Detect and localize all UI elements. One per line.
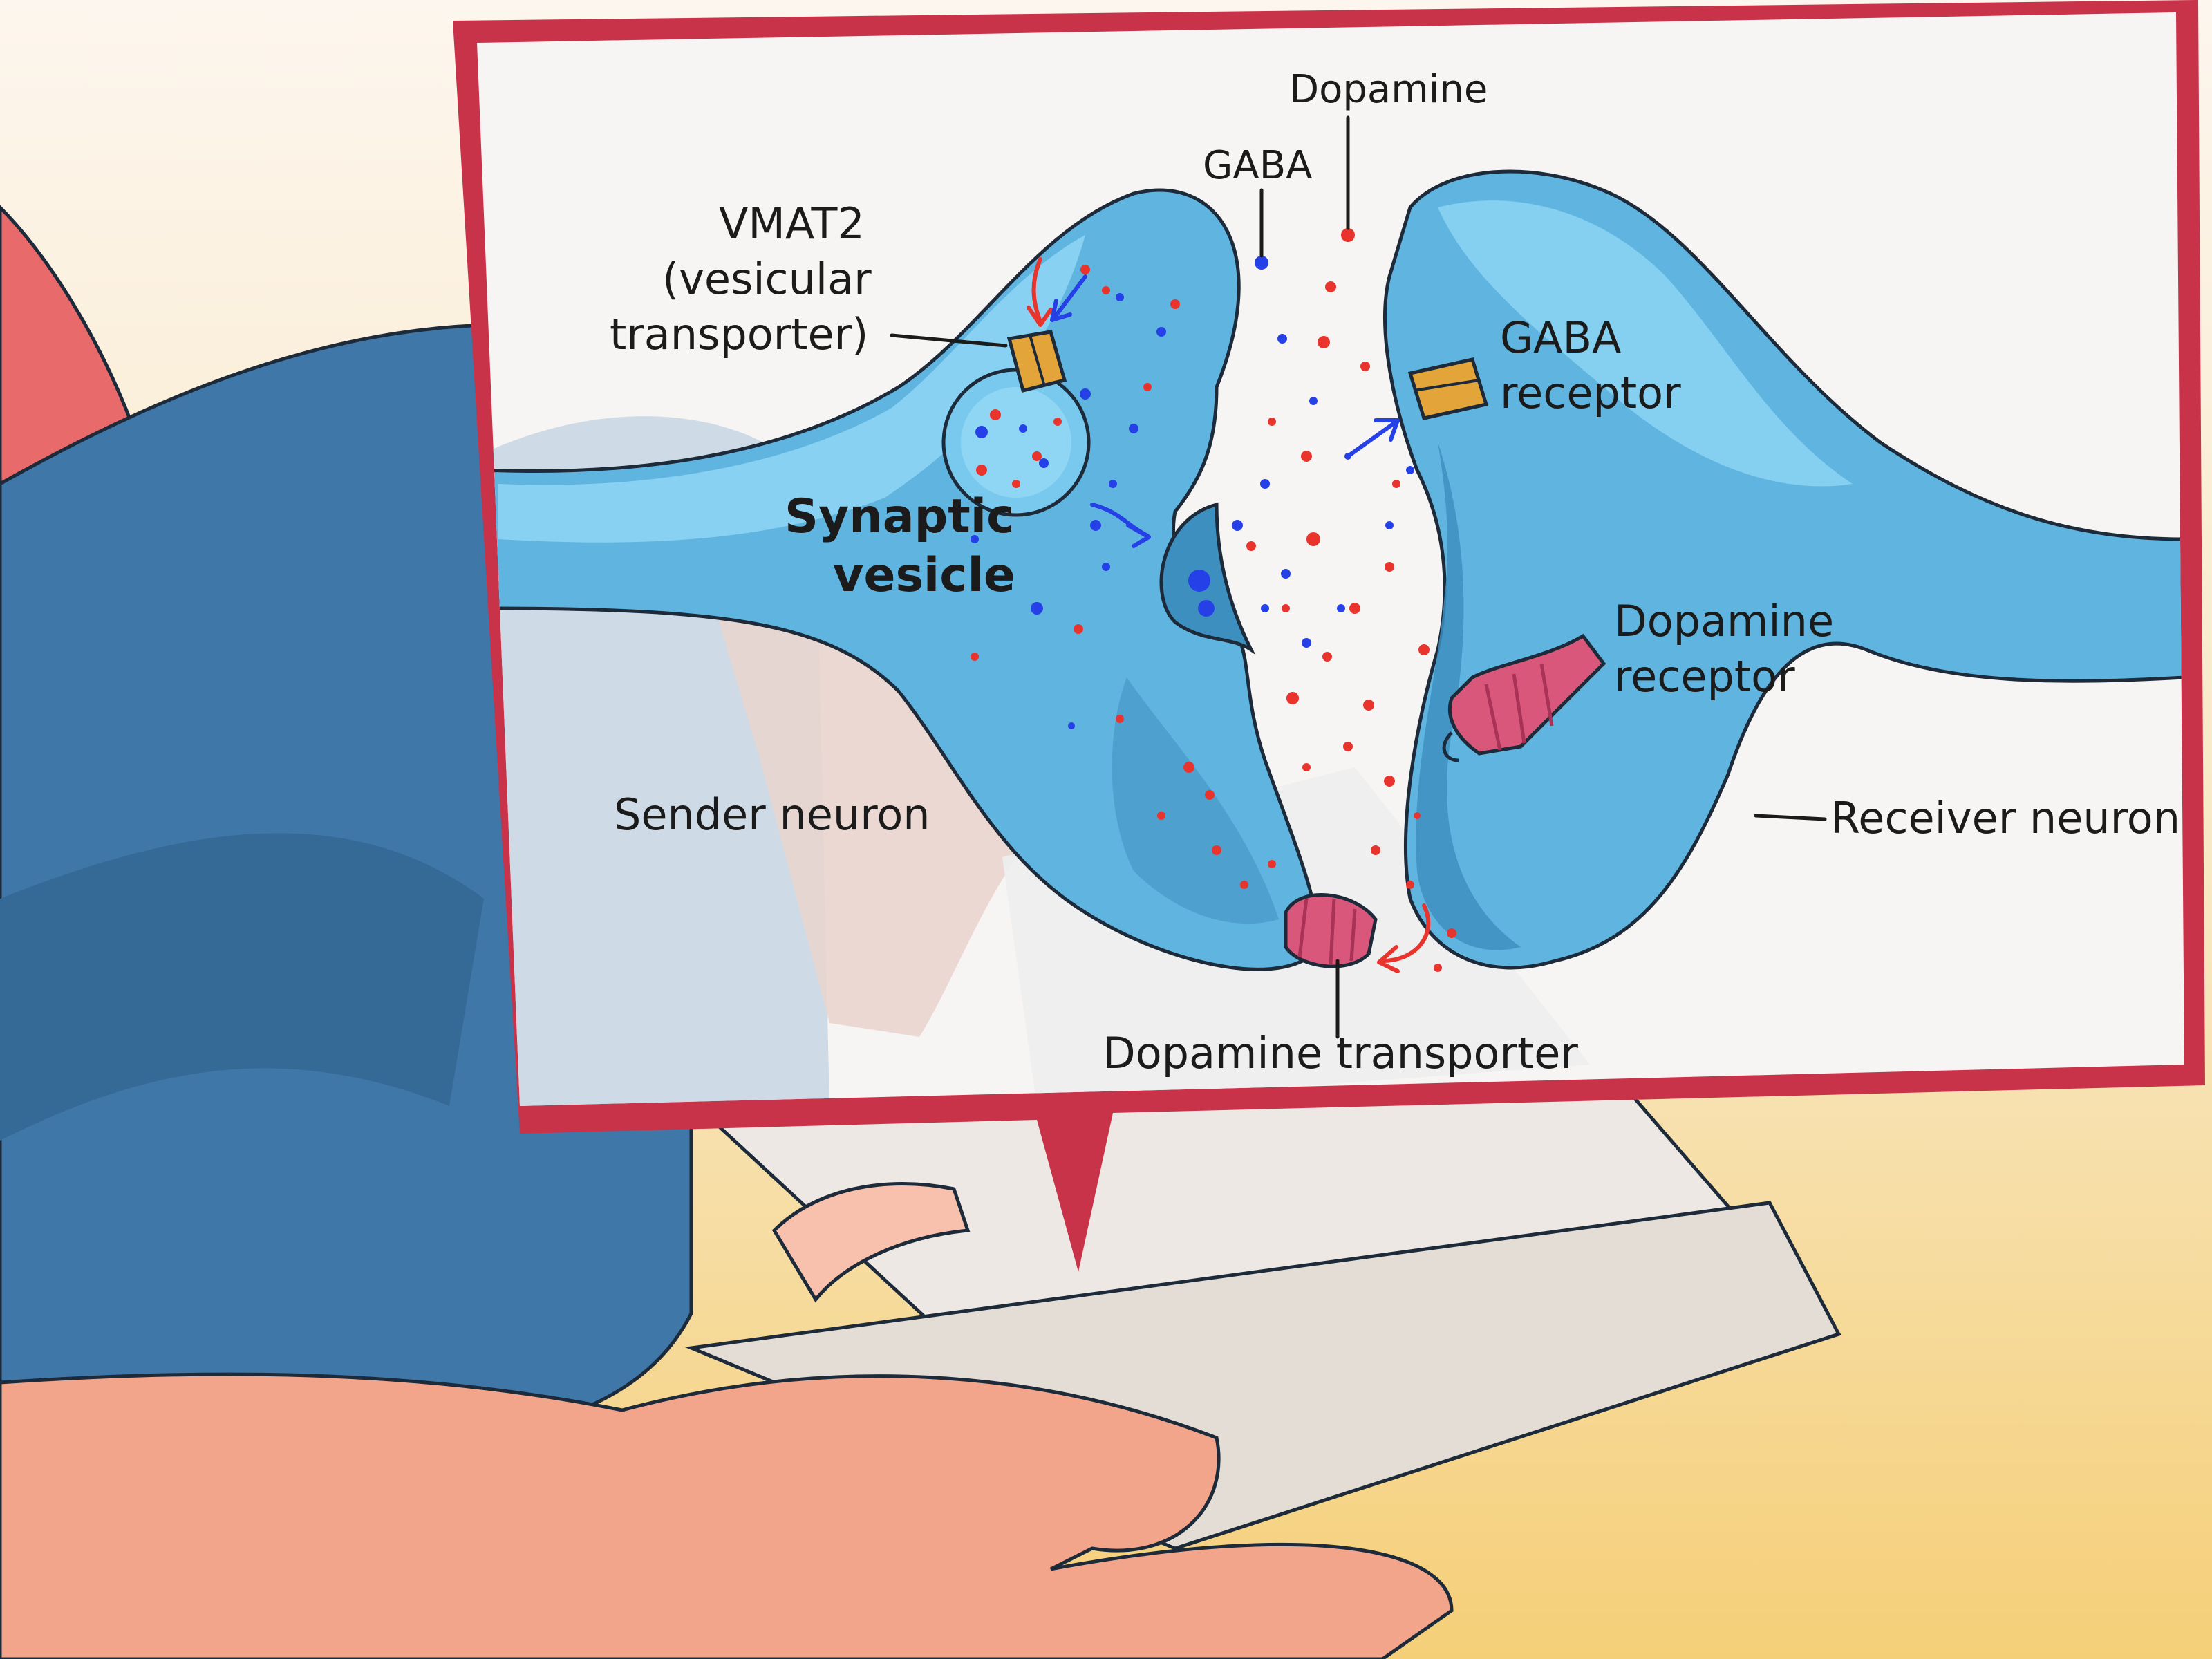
diagram-labels: Dopamine GABA VMAT2 (vesicular transport… bbox=[610, 67, 2180, 1078]
label-dopamine-transporter: Dopamine transporter bbox=[1103, 1028, 1578, 1078]
sender-neuron bbox=[482, 188, 1378, 971]
label-vmat2-subtitle-2: transporter) bbox=[610, 309, 868, 359]
label-synaptic-vesicle: Synaptic bbox=[785, 489, 1014, 544]
leader-lines bbox=[890, 115, 1827, 1039]
dopamine-dots bbox=[971, 228, 1456, 972]
label-receiver-neuron: Receiver neuron bbox=[1830, 793, 2180, 843]
dopamine-transporter-icon bbox=[1284, 893, 1378, 968]
gaba-receptor-icon bbox=[1407, 357, 1489, 420]
label-vmat2-subtitle: (vesicular bbox=[662, 254, 872, 304]
label-dopamine: Dopamine bbox=[1289, 67, 1488, 112]
synaptic-vesicle-inner bbox=[961, 387, 1071, 498]
thumb bbox=[771, 1182, 971, 1303]
label-dopamine-receptor: Dopamine bbox=[1614, 596, 1834, 646]
label-gaba: GABA bbox=[1203, 143, 1312, 188]
label-sender-neuron: Sender neuron bbox=[614, 789, 930, 840]
label-gaba-receptor-2: receptor bbox=[1500, 368, 1681, 418]
receiver-neuron bbox=[1383, 169, 2184, 970]
label-dopamine-receptor-2: receptor bbox=[1614, 651, 1795, 702]
sleeve-shadow bbox=[0, 833, 484, 1141]
hand bbox=[0, 1372, 1454, 1659]
dopamine-receptor-icon bbox=[1442, 633, 1606, 762]
label-synaptic-vesicle-2: vesicle bbox=[833, 548, 1015, 603]
receiver-neuron-shadow bbox=[1416, 442, 1521, 950]
red-arrow-icon bbox=[1027, 257, 1431, 973]
blue-arrow-icon bbox=[1050, 274, 1400, 548]
gaba-dots bbox=[971, 256, 1414, 729]
receiver-neuron-highlight bbox=[1438, 200, 1853, 487]
neurotransmitter-dots bbox=[971, 228, 1456, 972]
sender-neuron-shadow bbox=[1112, 677, 1279, 924]
vmat2-icon bbox=[1006, 330, 1067, 393]
label-vmat2: VMAT2 bbox=[719, 198, 865, 249]
label-gaba-receptor: GABA bbox=[1500, 312, 1621, 363]
